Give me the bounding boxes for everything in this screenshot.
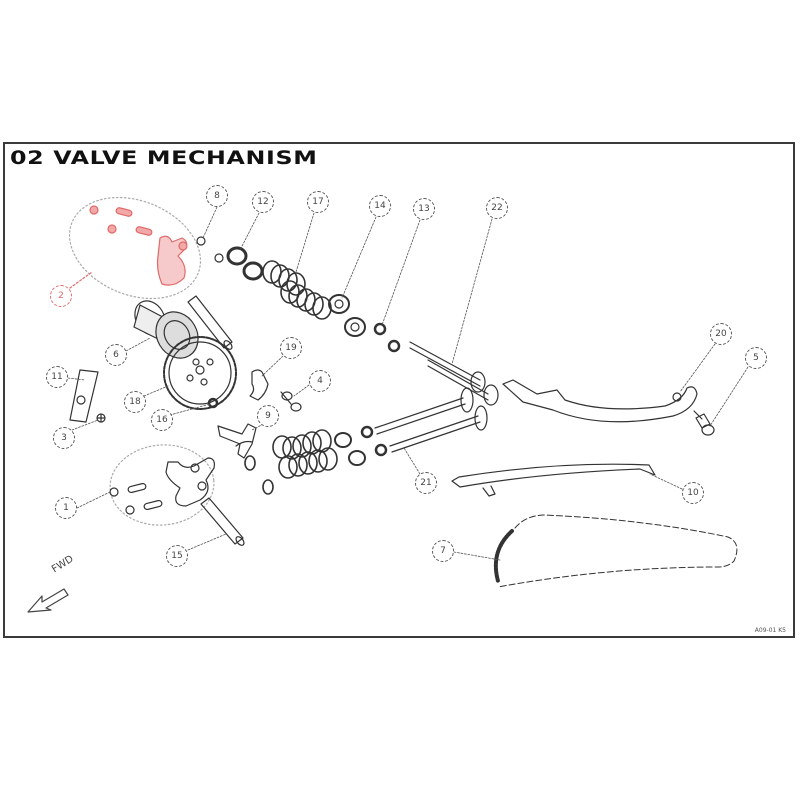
callout-6[interactable]: 6 [105,344,127,366]
group-2-boundary [68,196,202,300]
rocker-19 [249,369,269,401]
callout-9[interactable]: 9 [257,405,279,427]
valves-upper [409,341,499,406]
tensioner-arm [502,379,698,423]
plate-11 [69,369,99,423]
callout-20[interactable]: 20 [710,323,732,345]
callout-18[interactable]: 18 [124,391,146,413]
rocker-shaft-lower [200,497,245,546]
callout-2[interactable]: 2 [50,285,72,307]
cam-chain [493,529,514,583]
drawing-code: A09-01 K5 [754,627,786,634]
rocker-arm-assembly-lower [109,457,215,515]
cam-sprocket [163,336,237,410]
page-title: 02 VALVE MECHANISM [10,147,318,169]
fwd-arrow-icon [27,588,69,613]
camshaft [133,300,199,359]
callout-21[interactable]: 21 [415,472,437,494]
rocker-arm-assembly-red [89,205,188,286]
callout-10[interactable]: 10 [682,482,704,504]
chain-guide [451,463,656,488]
bolt-4 [280,391,302,412]
callout-22[interactable]: 22 [486,197,508,219]
diagram-frame [3,142,795,638]
callout-11[interactable]: 11 [46,366,68,388]
valves-lower [374,387,488,453]
callout-4[interactable]: 4 [309,370,331,392]
callout-15[interactable]: 15 [166,545,188,567]
callout-13[interactable]: 13 [413,198,435,220]
group-1-boundary [109,444,215,526]
callout-8[interactable]: 8 [206,185,228,207]
rocker-9 [217,423,257,459]
pivot-bolt [693,410,715,436]
callout-3[interactable]: 3 [53,427,75,449]
callout-17[interactable]: 17 [307,191,329,213]
valve-springs-upper [262,260,332,320]
callout-5[interactable]: 5 [745,347,767,369]
callout-12[interactable]: 12 [252,191,274,213]
callout-19[interactable]: 19 [280,337,302,359]
callout-16[interactable]: 16 [151,409,173,431]
callout-1[interactable]: 1 [55,497,77,519]
valve-springs-lower [244,429,338,495]
callout-7[interactable]: 7 [432,540,454,562]
callout-14[interactable]: 14 [369,195,391,217]
rocker-shaft-upper [187,295,233,350]
